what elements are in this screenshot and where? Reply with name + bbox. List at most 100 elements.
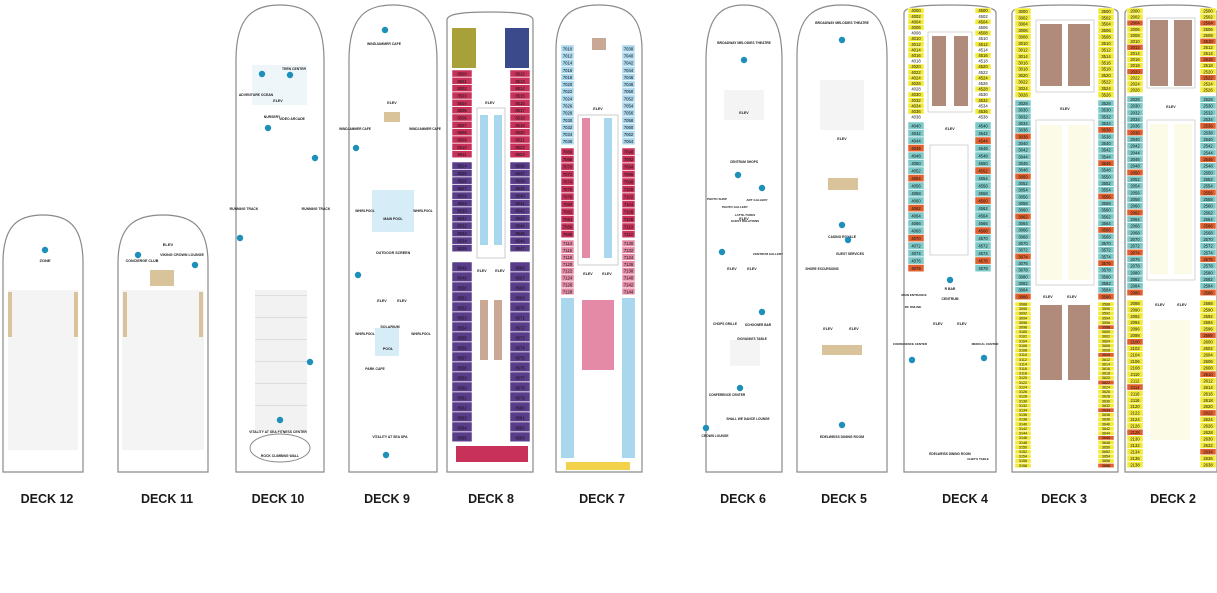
cabin-number[interactable]: 2130 [1130, 437, 1140, 442]
cabin-number[interactable]: 3120 [1019, 376, 1027, 380]
bar-icon[interactable] [946, 276, 954, 284]
cabin-number[interactable]: 8576 [515, 366, 525, 371]
cabin-number[interactable]: 2548 [1203, 164, 1213, 169]
cabin-number[interactable]: 2596 [1203, 327, 1213, 332]
cabin-number[interactable]: 3102 [1019, 335, 1027, 339]
cabin-number[interactable]: 2590 [1203, 307, 1213, 312]
cabin-number[interactable]: 3018 [1018, 67, 1028, 72]
cabin-number[interactable]: 8582 [515, 426, 525, 431]
cabin-number[interactable]: 3004 [1018, 22, 1028, 27]
cabin-number[interactable]: 2518 [1203, 63, 1213, 68]
cabin-number[interactable]: 3118 [1019, 372, 1027, 376]
cabin-number[interactable]: 2526 [1203, 87, 1213, 92]
cabin-number[interactable]: 3506 [1101, 28, 1111, 33]
cabin-number[interactable]: 2638 [1203, 462, 1213, 467]
cafe-icon[interactable] [352, 144, 360, 152]
cabin-number[interactable]: 3030 [1018, 108, 1028, 113]
cabin-number[interactable]: 4520 [978, 64, 988, 69]
cabin-number[interactable]: 3656 [1102, 459, 1110, 463]
cabin-number[interactable]: 7132 [624, 248, 634, 253]
cabin-number[interactable]: 2052 [1130, 177, 1140, 182]
cabin-number[interactable]: 2620 [1203, 404, 1213, 409]
cabin-number[interactable]: 3130 [1019, 399, 1027, 403]
cabin-number[interactable]: 3562 [1101, 214, 1111, 219]
cabin-number[interactable]: 3022 [1018, 80, 1028, 85]
cabin-number[interactable]: 2598 [1203, 333, 1213, 338]
cabin-number[interactable]: 7014 [563, 61, 573, 66]
deck-4-label[interactable]: DECK 4 [942, 492, 988, 506]
cabin-number[interactable]: 2542 [1203, 144, 1213, 149]
cabin-number[interactable]: 2068 [1130, 230, 1140, 235]
cabin-number[interactable]: 4506 [978, 25, 988, 30]
cabin-number[interactable]: 2138 [1130, 462, 1140, 467]
cabin-number[interactable]: 3540 [1101, 141, 1111, 146]
cabin-number[interactable]: 2060 [1130, 204, 1140, 209]
cabin-number[interactable]: 4538 [978, 115, 988, 120]
cabin-number[interactable]: 3092 [1019, 312, 1027, 316]
cabin-number[interactable]: 8532 [457, 224, 467, 229]
cabin-number[interactable]: 3606 [1102, 344, 1110, 348]
cabin-number[interactable]: 2522 [1203, 75, 1213, 80]
cabin-number[interactable]: 2568 [1203, 230, 1213, 235]
cabin-number[interactable]: 8552 [457, 306, 467, 311]
cabin-number[interactable]: 7086 [563, 225, 573, 230]
cabin-number[interactable]: 3618 [1102, 372, 1110, 376]
cabin-number[interactable]: 4524 [978, 75, 988, 80]
cabin-number[interactable]: 7144 [624, 289, 634, 294]
cabin-number[interactable]: 2106 [1130, 359, 1140, 364]
cabin-number[interactable]: 7110 [624, 225, 634, 230]
cabin-number[interactable]: 2614 [1203, 385, 1213, 390]
cabin-number[interactable]: 7060 [624, 125, 634, 130]
cabin-number[interactable]: 8507 [457, 123, 467, 128]
cabin-number[interactable]: 3592 [1102, 312, 1110, 316]
cabin-number[interactable]: 8501 [457, 79, 467, 84]
cabin-number[interactable]: 8537 [515, 171, 525, 176]
cabin-number[interactable]: 2528 [1203, 97, 1213, 102]
cabin-number[interactable]: 2066 [1130, 224, 1140, 229]
cabin-number[interactable]: 2012 [1130, 45, 1140, 50]
cabin-number[interactable]: 3640 [1102, 422, 1110, 426]
cabin-number[interactable]: 2108 [1130, 365, 1140, 370]
cabin-number[interactable]: 3136 [1019, 413, 1027, 417]
cabin-number[interactable]: 7120 [563, 262, 573, 267]
cabin-number[interactable]: 3058 [1018, 201, 1028, 206]
cabin-number[interactable]: 4052 [911, 169, 921, 174]
cabin-number[interactable]: 8555 [457, 336, 467, 341]
cabin-number[interactable]: 3566 [1101, 228, 1111, 233]
cabin-number[interactable]: 3028 [1018, 101, 1028, 106]
cabin-number[interactable]: 3526 [1101, 92, 1111, 97]
cabin-number[interactable]: 3614 [1102, 362, 1110, 366]
cabin-number[interactable]: 2026 [1130, 87, 1140, 92]
cabin-number[interactable]: 8543 [515, 216, 525, 221]
cabin-number[interactable]: 2588 [1203, 301, 1213, 306]
cabin-number[interactable]: 3600 [1102, 330, 1110, 334]
cabin-number[interactable]: 2076 [1130, 257, 1140, 262]
cabin-number[interactable]: 3528 [1101, 101, 1111, 106]
cabin-number[interactable]: 3076 [1018, 261, 1028, 266]
cabin-number[interactable]: 4560 [978, 199, 988, 204]
cabin-number[interactable]: 2500 [1203, 9, 1213, 14]
cabin-number[interactable]: 8549 [457, 276, 467, 281]
cabin-number[interactable]: 3650 [1102, 445, 1110, 449]
cabin-number[interactable]: 3576 [1101, 261, 1111, 266]
cabin-number[interactable]: 8578 [515, 386, 525, 391]
cabin-number[interactable]: 2014 [1130, 51, 1140, 56]
cabin-number[interactable]: 2096 [1130, 327, 1140, 332]
cabin-number[interactable]: 3108 [1019, 349, 1027, 353]
cabin-number[interactable]: 2024 [1130, 81, 1140, 86]
gym-icon[interactable] [276, 416, 284, 424]
cabin-number[interactable]: 2608 [1203, 365, 1213, 370]
cabin-number[interactable]: 4060 [911, 199, 921, 204]
bar-icon[interactable] [758, 308, 766, 316]
cabin-number[interactable]: 8542 [515, 209, 525, 214]
cabin-number[interactable]: 3542 [1101, 148, 1111, 153]
cabin-number[interactable]: 4014 [911, 47, 921, 52]
cabin-number[interactable]: 2560 [1203, 204, 1213, 209]
cabin-number[interactable]: 2566 [1203, 224, 1213, 229]
cabin-number[interactable]: 8573 [515, 336, 525, 341]
cabin-number[interactable]: 4002 [911, 14, 921, 19]
cabin-number[interactable]: 8514 [515, 86, 525, 91]
cabin-number[interactable]: 2610 [1203, 372, 1213, 377]
cabin-number[interactable]: 4536 [978, 109, 988, 114]
cabin-number[interactable]: 2626 [1203, 424, 1213, 429]
